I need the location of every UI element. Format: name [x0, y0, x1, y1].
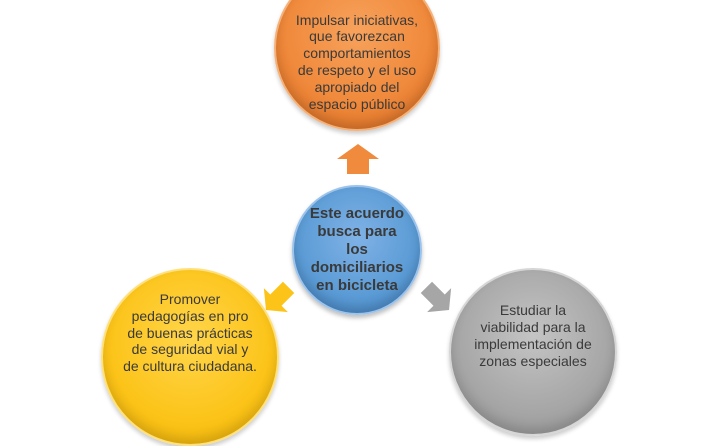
node-right-text: Estudiar la viabilidad para la implement…	[474, 302, 592, 369]
center-circle: Este acuerdo busca para los domiciliario…	[292, 185, 422, 315]
node-top-text: Impulsar iniciativas, que favorezcan com…	[295, 11, 419, 112]
node-top-circle: Impulsar iniciativas, que favorezcan com…	[274, 0, 440, 131]
center-text: Este acuerdo busca para los domiciliario…	[309, 205, 405, 294]
arrow-down-right-icon	[420, 281, 452, 313]
node-left-text: Promover pedagogías en pro de buenas prá…	[123, 291, 257, 375]
node-right-circle: Estudiar la viabilidad para la implement…	[449, 268, 617, 436]
arrow-up-icon	[337, 144, 379, 174]
node-left-circle: Promover pedagogías en pro de buenas prá…	[101, 268, 279, 446]
arrow-down-left-icon	[263, 281, 295, 313]
